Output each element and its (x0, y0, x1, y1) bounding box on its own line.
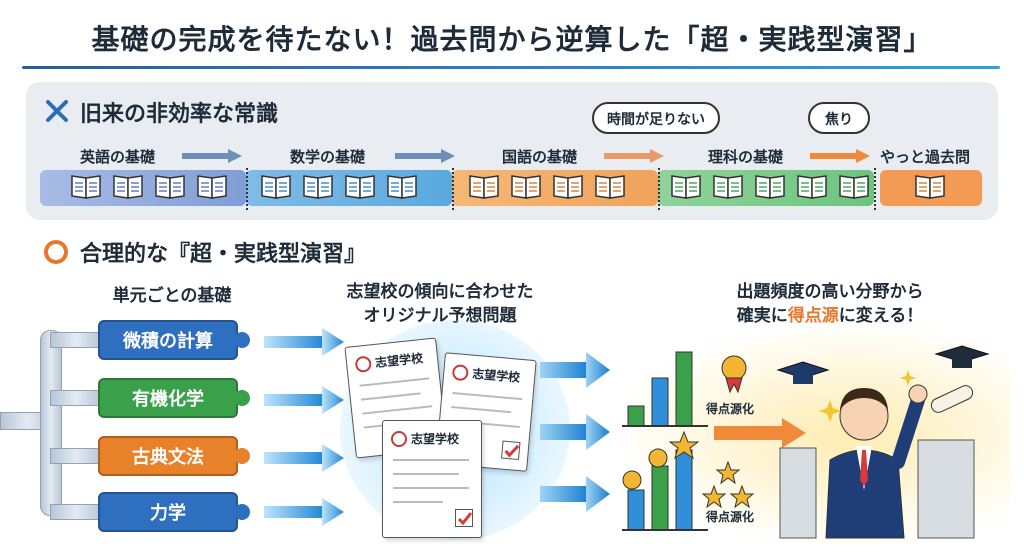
past-exam-bar (880, 170, 982, 206)
paper-line (393, 473, 459, 475)
puzzle-tab (234, 332, 250, 348)
school-seal-icon (451, 363, 470, 382)
page-title: 基礎の完成を待たない！過去問から逆算した「超・実践型演習」 (91, 23, 933, 56)
speech-bubble-time: 時間が足りない (592, 102, 720, 134)
old-method-heading: 旧来の非効率な常識 (80, 102, 279, 127)
speech-bubble-panic: 焦り (808, 102, 870, 134)
paper-line (451, 405, 512, 414)
japanese-study-bar (452, 170, 658, 206)
paper-line (362, 405, 433, 415)
column-heading-units: 単元ごとの基礎 (112, 286, 232, 306)
divider (658, 168, 660, 210)
paper-title: 志望学校 (411, 432, 460, 446)
new-method-heading: 合理的な『超・実践型演習』 (80, 242, 367, 267)
column-heading-score-line1: 出題頻度の高い分野から (736, 282, 924, 302)
math-study-bar (246, 170, 452, 206)
subject-label-japanese: 国語の基礎 (502, 148, 578, 166)
pipe-branch (50, 448, 102, 464)
divider (452, 168, 454, 210)
checkmark-icon (455, 509, 473, 527)
english-study-bar (40, 170, 246, 206)
subject-label-math: 数学の基礎 (290, 148, 366, 166)
arrow-right-icon (604, 149, 664, 163)
pipe-branch (50, 390, 102, 406)
checkmark-icon (501, 440, 521, 461)
score-results-illustration (622, 345, 990, 539)
paper-line (360, 392, 421, 401)
column-heading-predicted-line2: オリジナル予想問題 (363, 306, 517, 326)
score-source-label: 得点源化 (706, 510, 755, 524)
unit-piece-mechanics: 力学 (98, 492, 238, 532)
title-underline (22, 66, 1000, 69)
subject-label-science: 理科の基礎 (708, 148, 784, 166)
divider (874, 168, 876, 210)
predicted-exam-paper: 志望学校 (382, 420, 482, 538)
subject-label-english: 英語の基礎 (80, 148, 156, 166)
paper-line (452, 392, 523, 401)
paper-line (393, 501, 443, 503)
pipe-vertical (40, 330, 62, 516)
paper-title: 志望学校 (374, 350, 424, 370)
divider (246, 168, 248, 210)
column-heading-predicted-line1: 志望校の傾向に合わせた (346, 282, 534, 302)
puzzle-tab (234, 504, 250, 520)
arrow-right-icon (810, 149, 870, 163)
school-seal-icon (391, 431, 407, 447)
circle-icon (44, 240, 68, 264)
pipe-branch (50, 504, 102, 520)
science-study-bar (658, 170, 874, 206)
arrows-to-papers (264, 328, 344, 526)
final-label-past-exams: やっと過去問 (880, 148, 971, 166)
paper-title: 志望学校 (471, 366, 521, 385)
unit-piece-organic-chem: 有機化学 (98, 378, 238, 418)
unit-piece-classical-grammar: 古典文法 (98, 436, 238, 476)
puzzle-tab (234, 448, 250, 464)
pipe-branch (50, 332, 102, 348)
arrows-to-results (540, 352, 610, 512)
score-source-label: 得点源化 (706, 402, 755, 416)
paper-line (359, 377, 430, 387)
predicted-exam-paper: 志望学校 (435, 352, 537, 472)
arrow-right-icon (395, 149, 455, 163)
paper-line (393, 459, 469, 461)
paper-line (393, 487, 469, 489)
unit-piece-calculus: 微積の計算 (98, 320, 238, 360)
cross-icon (46, 100, 68, 122)
arrow-right-icon (182, 149, 242, 163)
puzzle-tab (234, 390, 250, 406)
school-seal-icon (354, 355, 373, 374)
